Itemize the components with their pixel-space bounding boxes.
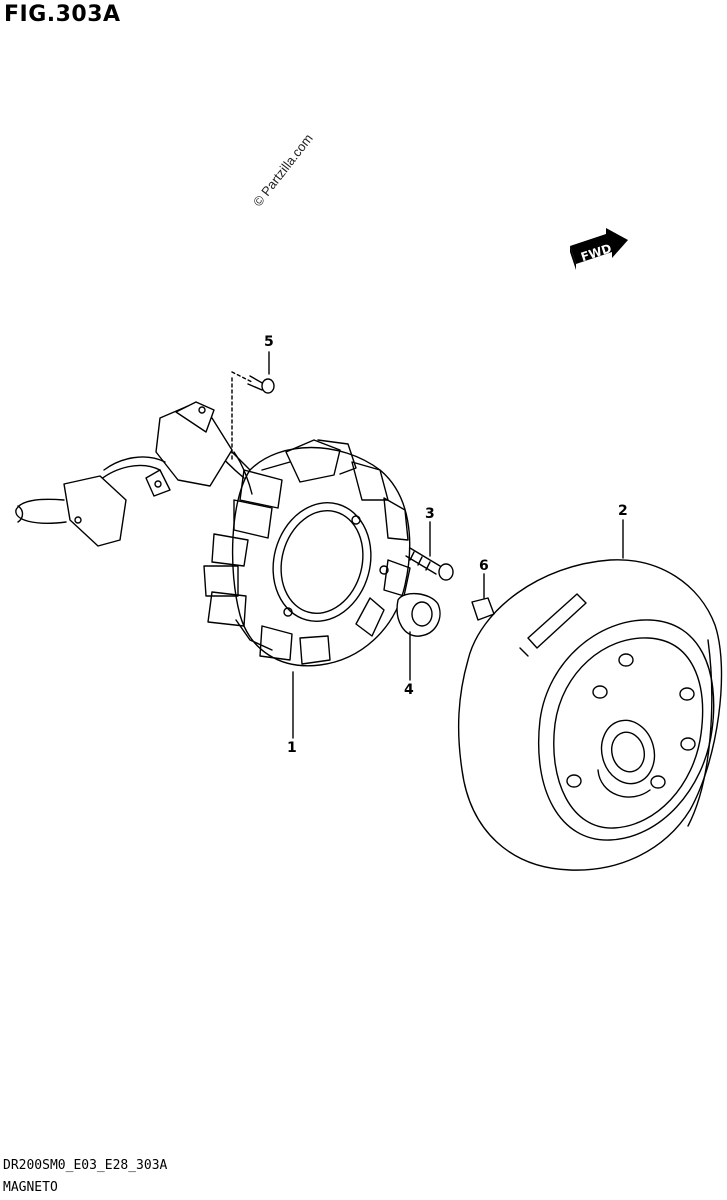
- key-6: [471, 597, 495, 621]
- screw-3: [405, 547, 454, 581]
- screw-5: [247, 375, 275, 394]
- fwd-arrow-icon: FWD: [570, 228, 628, 270]
- wiring-harness: [15, 401, 253, 547]
- stator: [203, 439, 411, 667]
- callout-6: 6: [479, 558, 489, 574]
- nut-4: [396, 593, 441, 637]
- callout-1: 1: [287, 740, 297, 756]
- rotor: [457, 559, 723, 871]
- footer-code: DR200SM0_E03_E28_303A: [3, 1158, 168, 1173]
- callout-3: 3: [425, 506, 435, 522]
- callout-5: 5: [264, 334, 274, 350]
- callout-4: 4: [404, 682, 414, 698]
- figure-title: FIG.303A: [4, 2, 121, 27]
- callout-2: 2: [618, 503, 628, 519]
- footer-name: MAGNETO: [3, 1180, 58, 1195]
